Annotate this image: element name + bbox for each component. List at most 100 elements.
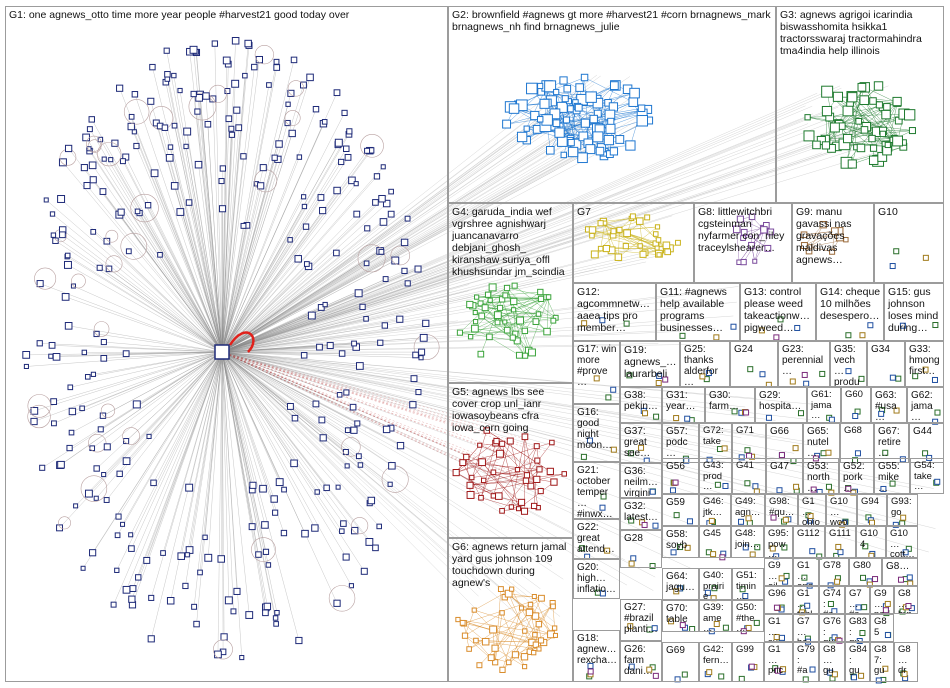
edge-line [221, 351, 541, 453]
group-panel-g10a: G10… woo… [826, 494, 857, 526]
node [286, 402, 294, 410]
group-label: G9: manu gavassi nas gravações maldivas … [796, 206, 852, 266]
edge-line [26, 351, 223, 367]
group-label: G10 [878, 206, 898, 218]
g5-edge [466, 456, 522, 503]
group-label: G10… cott… [890, 528, 915, 558]
group-label: G61: jama… [811, 389, 832, 421]
edge-line [221, 176, 378, 353]
edge-line [221, 346, 320, 353]
node [388, 462, 396, 470]
edge-line [221, 351, 343, 532]
edge-line [221, 121, 636, 353]
node [22, 350, 31, 359]
group-panel-g68: G68 [840, 423, 874, 463]
node [364, 225, 371, 232]
group-panel-g45: G45 [699, 526, 731, 558]
self-loop [287, 80, 305, 97]
edge-line [221, 351, 466, 429]
node [36, 280, 44, 288]
node [100, 338, 107, 346]
node [382, 199, 391, 208]
edge-line [221, 351, 355, 531]
edge-line [221, 59, 260, 353]
group-label: G79: #a… [797, 644, 815, 682]
edge-line [136, 351, 223, 405]
edge-line [221, 104, 618, 353]
node [342, 448, 349, 455]
group-label: G8… gu… [823, 644, 836, 682]
node [288, 129, 296, 138]
node [101, 472, 107, 478]
edge-line [65, 296, 223, 353]
node [257, 182, 265, 190]
node [312, 400, 320, 408]
edge-line [221, 242, 662, 353]
edge-line [221, 351, 338, 604]
group-panel-g85: G85 [870, 614, 894, 642]
group-panel-g70: G70: table… [662, 600, 699, 632]
edge-line [221, 351, 757, 399]
edge-line [221, 351, 904, 495]
node [131, 91, 139, 98]
node [128, 545, 135, 552]
edge-line [221, 290, 469, 353]
group-panel-g8d: G8… gu… [819, 642, 845, 682]
edge-line [134, 94, 223, 353]
edge-line [221, 351, 880, 521]
group-panel-g71: G71 [732, 423, 766, 463]
group-panel-g42: G42: fern… [699, 642, 732, 682]
node [52, 237, 59, 244]
g6-edge [534, 596, 552, 635]
g2-edge [584, 77, 634, 103]
node [311, 524, 319, 532]
edge-line [53, 351, 223, 402]
group-label: G95: pow… [768, 528, 789, 558]
group-panel-g58: G58: soyb… [662, 526, 699, 558]
edge-line [221, 351, 355, 431]
edge-line [221, 344, 693, 353]
edge-line [221, 351, 623, 532]
group-panel-g104: G104 [856, 526, 886, 558]
edge-line [221, 110, 561, 353]
edge-line [221, 351, 541, 589]
g9-edge [804, 234, 840, 238]
node [165, 154, 174, 162]
node [422, 319, 430, 327]
edge-line [221, 351, 370, 504]
group-label: G8… byr… [898, 588, 911, 613]
node [270, 495, 278, 503]
edge-line [221, 180, 353, 353]
node [119, 158, 126, 165]
edge-line [221, 166, 384, 353]
group-panel-g31: G31: year… [662, 387, 705, 423]
edge-line [221, 351, 416, 356]
group-label: G35: vech… produ… [834, 344, 860, 387]
group-panel-g35: G35: vech… produ… [830, 341, 867, 387]
node [284, 119, 291, 127]
node [263, 602, 272, 611]
edge-line [221, 260, 396, 353]
edge-line [186, 131, 223, 353]
group-label: G13: control please weed takeactionw… pi… [744, 286, 810, 334]
edge-line [221, 152, 822, 353]
g7-edge [603, 218, 632, 222]
edge-line [221, 128, 232, 353]
edge-line [221, 300, 512, 353]
group-panel-g29: G29: hospita… [755, 387, 807, 423]
edge-line [221, 98, 570, 353]
self-loop [390, 245, 411, 266]
group-label: G52: pork… [843, 461, 865, 494]
edge-line [126, 351, 223, 462]
g8-edge [754, 229, 765, 262]
node [273, 64, 281, 71]
node [314, 489, 320, 495]
edge-line [221, 351, 323, 421]
edge-line [221, 115, 849, 353]
edge-line [221, 315, 734, 353]
group-label: G12: agcommnetw… aaea tips pro member… [577, 286, 650, 334]
edge-line [221, 103, 605, 353]
node [103, 237, 111, 245]
node [228, 131, 235, 138]
edge-line [221, 351, 691, 569]
